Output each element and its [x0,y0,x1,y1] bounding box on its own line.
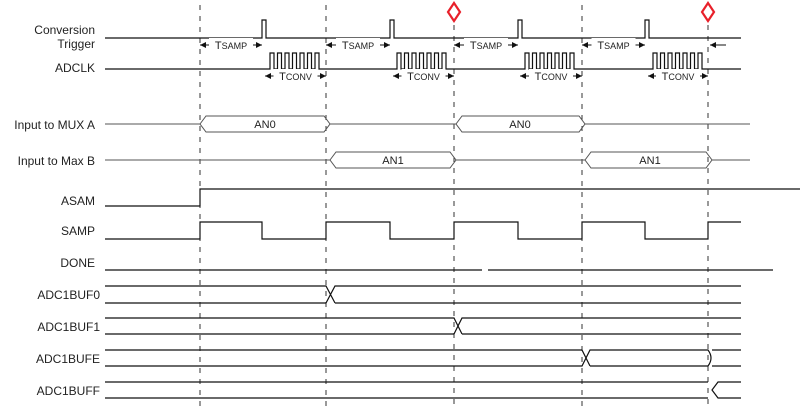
bus-value: AN0 [254,119,275,131]
label-max-b: Input to Max B [18,154,95,168]
tsamp-label: TSAMP [342,40,374,52]
samp-waveform [105,221,741,240]
tsamp-annotation: TSAMP [326,38,390,52]
bus-value: AN1 [639,155,660,167]
label-asam: ASAM [61,194,95,208]
tconv-annotations: TCONV TCONV TCONV TCONV [265,69,708,83]
label-bufe: ADC1BUFE [36,352,100,366]
tconv-label: TCONV [535,71,568,83]
bufe-waveform [105,349,741,367]
bus-value: AN1 [382,155,403,167]
buff-waveform [105,381,741,399]
tconv-annotation: TCONV [393,69,454,83]
mux-a-waveform: AN0 AN0 [105,115,750,133]
diamond-marker-icon [446,1,716,23]
tsamp-annotations: TSAMP TSAMP TSAMP TSAMP [200,38,726,52]
label-done: DONE [60,256,95,270]
bus-value: AN0 [509,119,530,131]
tconv-annotation: TCONV [265,69,326,83]
tsamp-label: TSAMP [470,40,502,52]
asam-waveform [105,188,800,207]
label-trigger: Trigger [57,37,95,51]
tconv-annotation: TCONV [520,69,582,83]
tconv-label: TCONV [279,71,312,83]
tsamp-annotation: TSAMP [454,38,518,52]
adclk-waveform [105,52,741,70]
label-samp: SAMP [61,224,95,238]
buf1-waveform [105,317,741,335]
tsamp-annotation: TSAMP [200,38,262,52]
tsamp-label: TSAMP [215,40,247,52]
tconv-label: TCONV [407,71,440,83]
tsamp-annotation: TSAMP [582,38,645,52]
trigger-waveform [105,19,741,39]
label-buf1: ADC1BUF1 [37,320,100,334]
label-conversion: Conversion [34,23,95,37]
buf0-waveform [105,285,741,304]
max-b-waveform: AN1 AN1 [105,151,750,169]
label-buf0: ADC1BUF0 [37,288,100,302]
tconv-annotation: TCONV [648,69,708,83]
label-buff: ADC1BUFF [37,384,100,398]
tsamp-label: TSAMP [597,40,629,52]
label-mux-a: Input to MUX A [14,118,95,132]
tconv-label: TCONV [662,71,695,83]
dashed-guides [199,5,709,406]
label-adclk: ADCLK [55,61,95,75]
